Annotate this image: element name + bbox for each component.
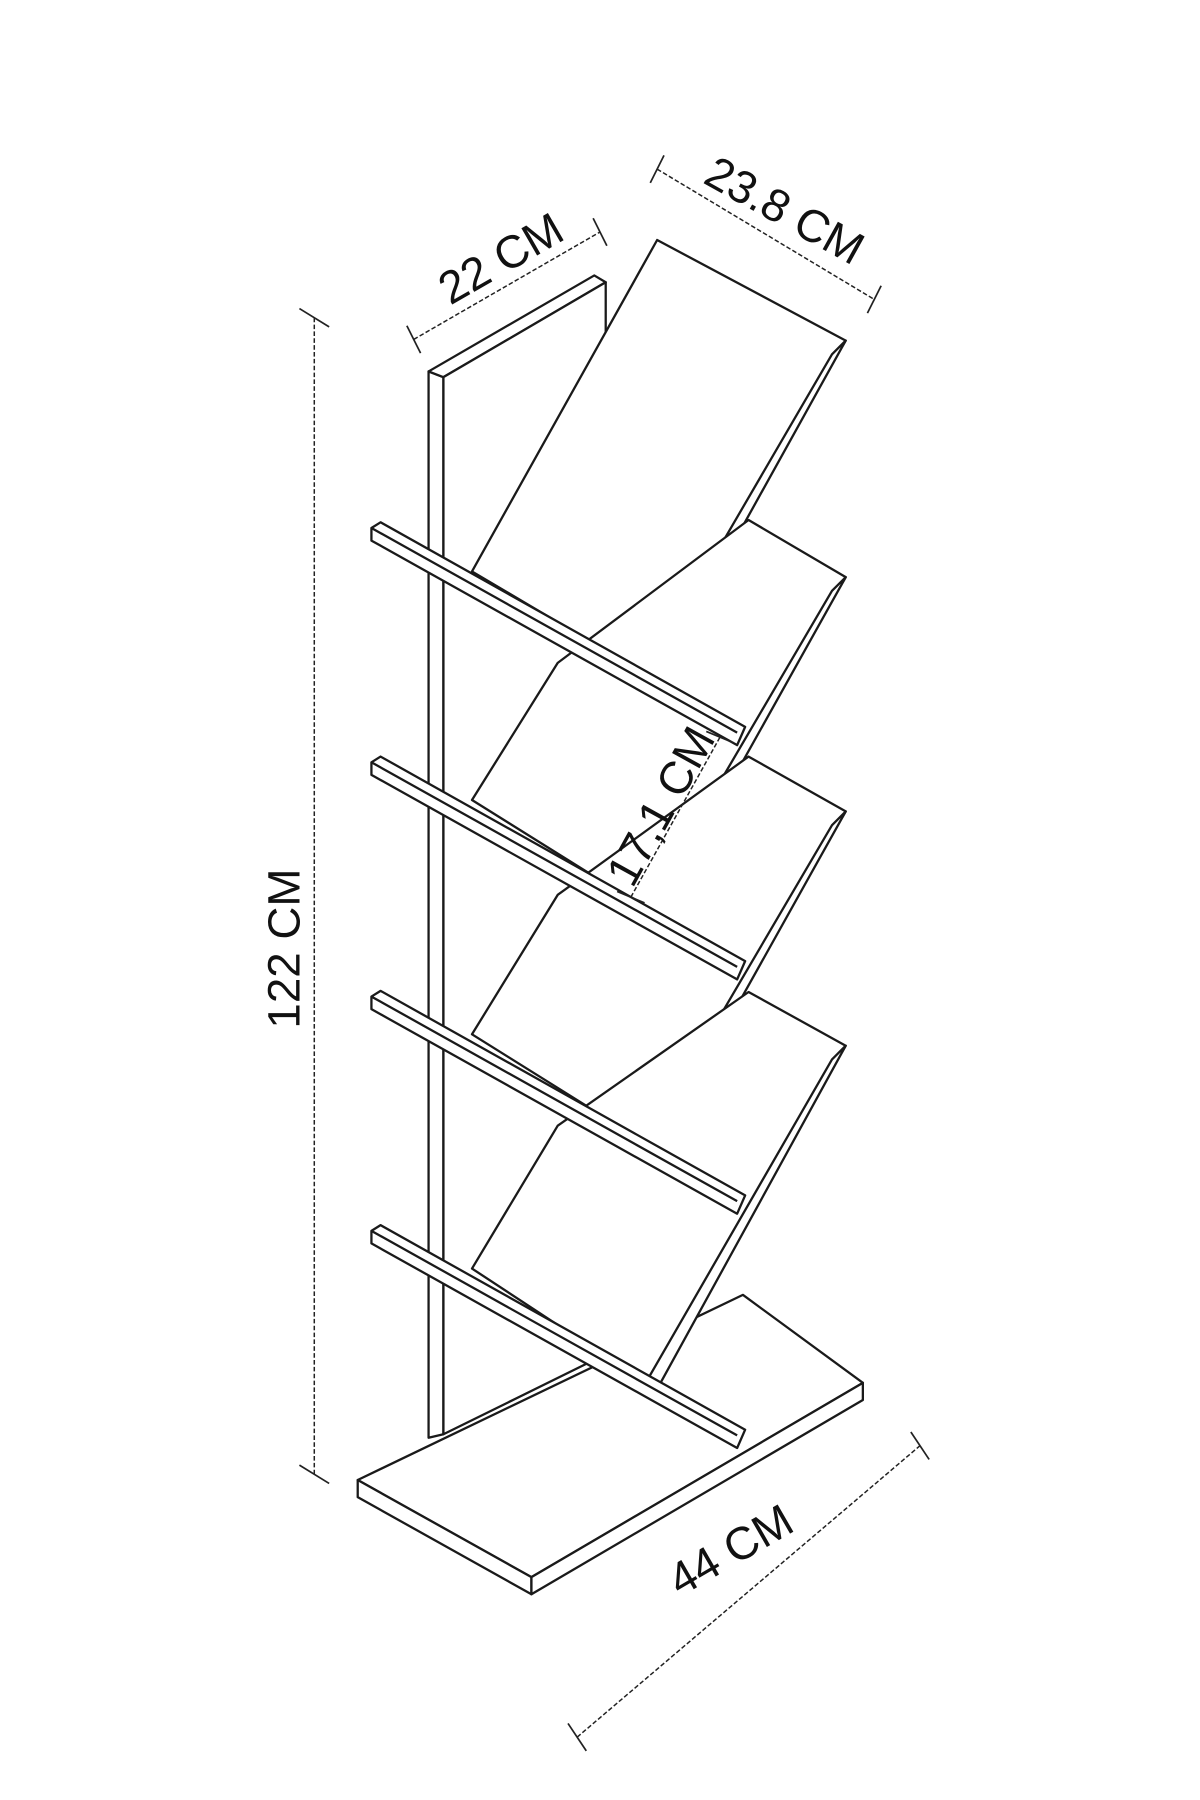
base-length-label: 44 CM [659,1494,801,1605]
dimension-height: 122 CM [258,307,330,1485]
side-depth-label: 22 CM [430,203,572,314]
shelf-1 [370,521,747,747]
shelf-3 [370,989,747,1215]
shelf-2 [370,755,747,981]
shelf-4 [370,1224,747,1450]
height-label: 122 CM [258,869,309,1029]
base-board [356,1293,864,1596]
board-width-label: 23.8 CM [697,146,873,274]
